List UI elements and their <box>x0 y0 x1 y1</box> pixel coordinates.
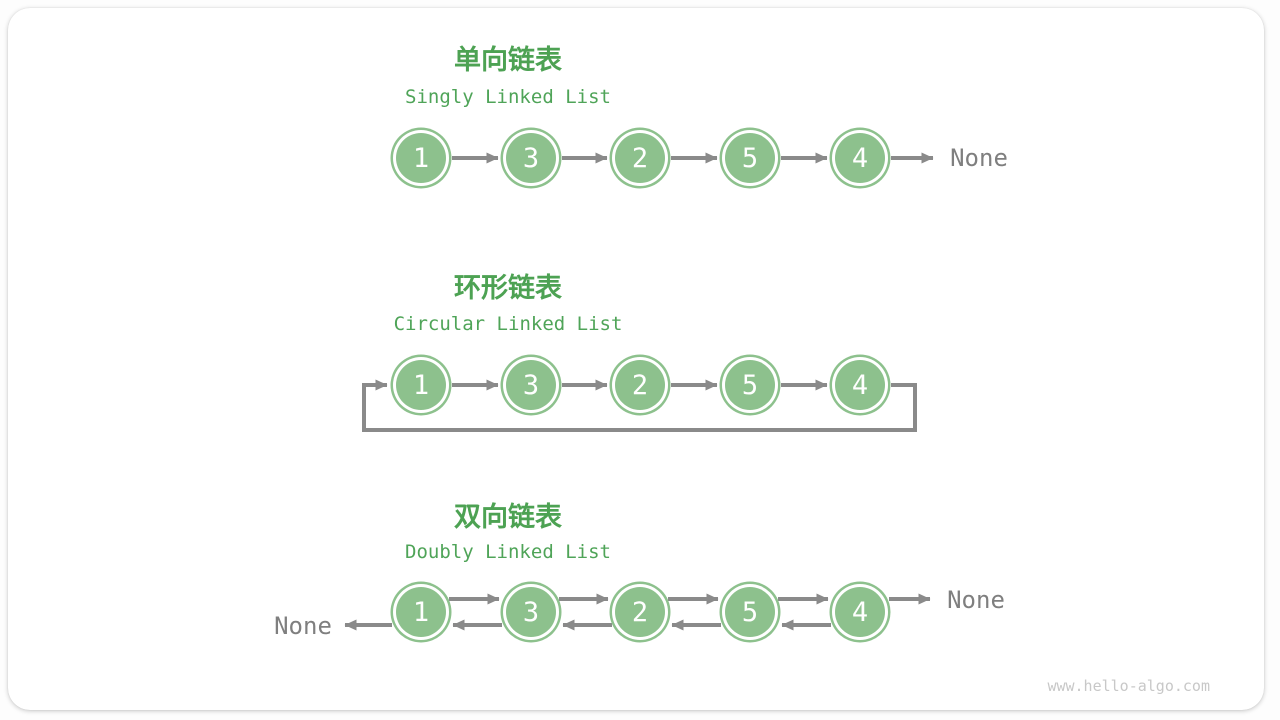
circular-arrows <box>362 379 917 432</box>
circular-node-3: 2 <box>615 360 665 410</box>
circular-title-zh: 环形链表 <box>454 273 562 303</box>
singly-node-5: 4 <box>835 133 885 183</box>
circular-node-4: 5 <box>725 360 775 410</box>
doubly-arrows <box>344 593 931 631</box>
singly-node-2: 3 <box>506 133 556 183</box>
circular-loop-wire <box>362 379 917 432</box>
singly-node-4: 5 <box>725 133 775 183</box>
doubly-node-5: 4 <box>835 587 885 637</box>
circular-node-2: 3 <box>506 360 556 410</box>
singly-title-en: Singly Linked List <box>405 86 611 108</box>
singly-title-zh: 单向链表 <box>454 45 562 75</box>
circular-title-en: Circular Linked List <box>393 313 623 335</box>
doubly-title-en: Doubly Linked List <box>405 541 611 563</box>
singly-node-1: 1 <box>396 133 446 183</box>
doubly-node-1: 1 <box>396 587 446 637</box>
doubly-title-zh: 双向链表 <box>454 502 562 532</box>
doubly-head-none-label: None <box>274 612 332 640</box>
circular-node-5: 4 <box>835 360 885 410</box>
doubly-tail-none-label: None <box>947 586 1005 614</box>
doubly-node-4: 5 <box>725 587 775 637</box>
circular-node-1: 1 <box>396 360 446 410</box>
doubly-node-2: 3 <box>506 587 556 637</box>
doubly-node-3: 2 <box>615 587 665 637</box>
watermark-url: www.hello-algo.com <box>1047 677 1210 695</box>
singly-none-label: None <box>950 144 1008 172</box>
singly-node-3: 2 <box>615 133 665 183</box>
